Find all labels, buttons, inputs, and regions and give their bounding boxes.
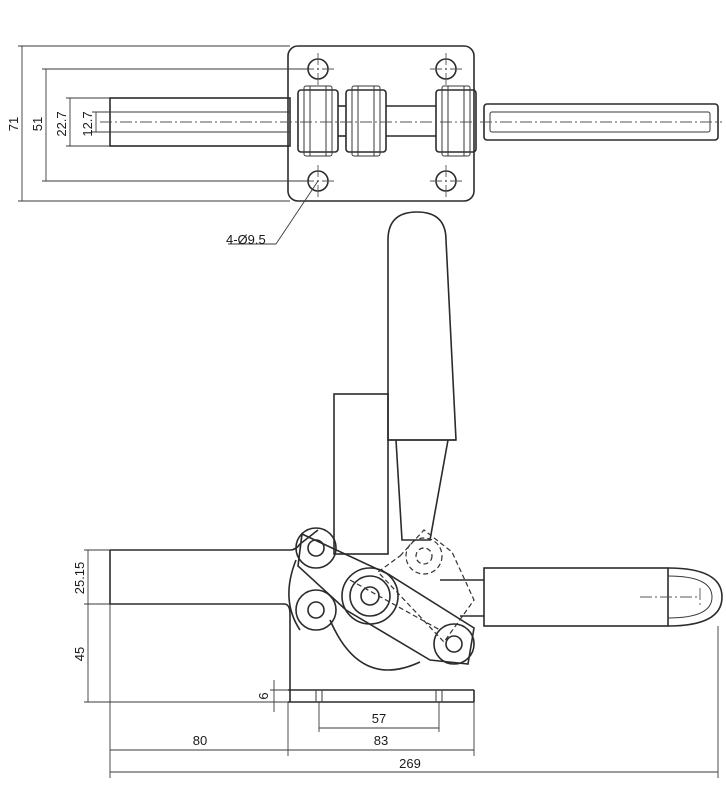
top-view: 71 51 22.7 12.7 4-Ø9.5 (6, 45, 722, 247)
jaw-curve (288, 559, 301, 631)
dim-22-7: 22.7 (54, 111, 69, 136)
clamp-arm-body (109, 550, 291, 702)
raised-clamp-bar (333, 393, 389, 555)
dim-269: 269 (399, 756, 421, 771)
alternate-link (377, 529, 475, 643)
dim-71: 71 (6, 117, 21, 131)
clamp-arm-upper (110, 529, 319, 551)
raised-handle-arm (395, 439, 449, 541)
dim-25-15: 25.15 (72, 562, 87, 595)
dim-51: 51 (30, 117, 45, 131)
base-plate (287, 45, 475, 202)
handle-end (667, 567, 723, 627)
dim-holes: 4-Ø9.5 (226, 232, 266, 247)
hole-leader-line (275, 180, 319, 245)
main-link (297, 532, 475, 665)
dim-12-7: 12.7 (80, 111, 95, 136)
raised-handle-grip (387, 211, 457, 441)
dim-80: 80 (193, 733, 207, 748)
side-view: 25.15 45 6 57 80 83 269 (72, 211, 723, 778)
dim-57: 57 (372, 711, 386, 726)
linkage-blocks (297, 85, 477, 157)
dim-83: 83 (374, 733, 388, 748)
base-curve (329, 619, 421, 671)
dim-45: 45 (72, 647, 87, 661)
dim-6: 6 (256, 692, 271, 699)
